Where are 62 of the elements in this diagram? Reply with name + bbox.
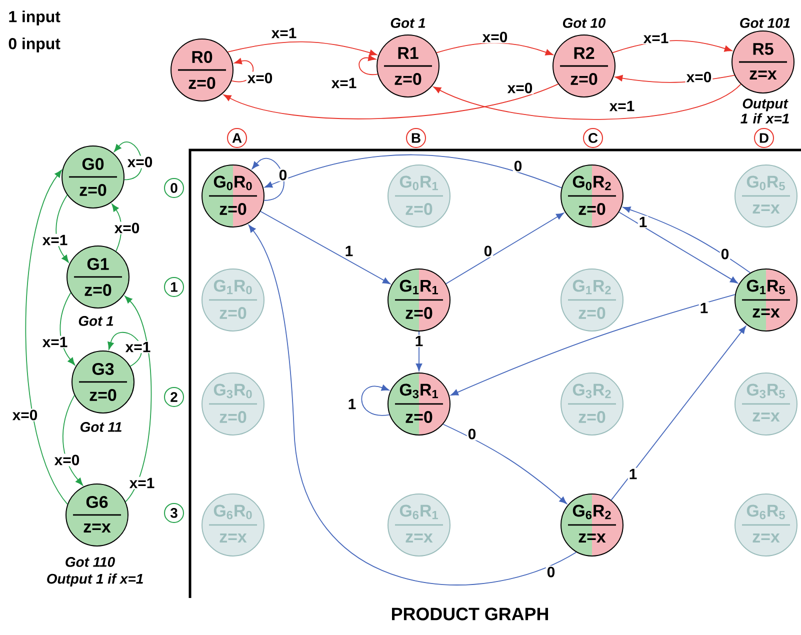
arrow	[248, 224, 577, 586]
edge-label: x=0	[11, 408, 39, 422]
arrow	[60, 292, 76, 366]
arrow	[450, 294, 736, 396]
edge-label: 1	[344, 244, 354, 258]
arrow	[62, 394, 83, 486]
edge-label: 0	[720, 248, 730, 260]
arrow	[618, 212, 738, 284]
state-note: Got 101	[740, 18, 790, 28]
arrow	[442, 424, 567, 504]
arrow	[358, 54, 378, 76]
edge-label: x=0	[113, 222, 141, 234]
edge-label: 0	[466, 428, 478, 440]
arrow	[108, 332, 142, 367]
edge-label: 1	[628, 468, 638, 480]
arrow	[446, 212, 564, 284]
arrow	[260, 210, 390, 284]
state-note: Got 11	[80, 422, 122, 432]
edge-label: x=0	[53, 454, 81, 466]
edge-label: x=0	[246, 72, 274, 84]
state-note: Output 1 if x=1	[740, 98, 789, 124]
arrow	[610, 326, 746, 501]
edge-label: x=1	[41, 234, 69, 246]
edge-label: 1	[414, 334, 424, 348]
arrow	[622, 206, 751, 274]
arrow	[227, 41, 378, 56]
state-note: Got 110	[66, 557, 115, 567]
legend-text: 1 input	[9, 10, 60, 26]
edge-label: 0	[546, 566, 556, 578]
edge-label: 0	[482, 244, 494, 258]
edge-label: x=1	[330, 76, 358, 90]
edge-label: x=1	[642, 32, 670, 44]
arrow	[56, 194, 69, 263]
edge-label: x=1	[124, 340, 152, 354]
legend-text: 0 input	[8, 38, 60, 52]
state-note: Got 1	[390, 18, 426, 28]
edge-label: 1	[638, 216, 648, 228]
arrow	[231, 58, 254, 82]
state-note: Output 1 if x=1	[47, 573, 143, 586]
arrow	[264, 154, 562, 188]
edge-label: 0	[512, 160, 524, 172]
arrow	[416, 331, 422, 372]
edge-label: x=1	[128, 476, 156, 490]
caption: PRODUCT GRAPH	[392, 608, 548, 620]
arrow	[223, 84, 559, 120]
edge-label: 1	[346, 398, 358, 410]
edge-label: x=0	[685, 70, 713, 84]
state-note: Got 10	[563, 18, 606, 28]
edge-label: x=1	[270, 26, 298, 40]
arrow	[252, 158, 284, 201]
edge-label: x=1	[608, 100, 636, 112]
edge-label: x=0	[506, 82, 534, 94]
edge-label: x=1	[41, 336, 69, 348]
edge-label: x=0	[126, 156, 154, 168]
edge-label: 0	[278, 168, 288, 182]
arrow	[433, 84, 742, 120]
edge-label: 1	[698, 302, 710, 314]
arrow	[361, 384, 390, 416]
arrow	[25, 170, 68, 505]
arrow	[124, 296, 152, 502]
edge-label: x=0	[481, 30, 509, 44]
state-note: Got 1	[78, 316, 114, 326]
